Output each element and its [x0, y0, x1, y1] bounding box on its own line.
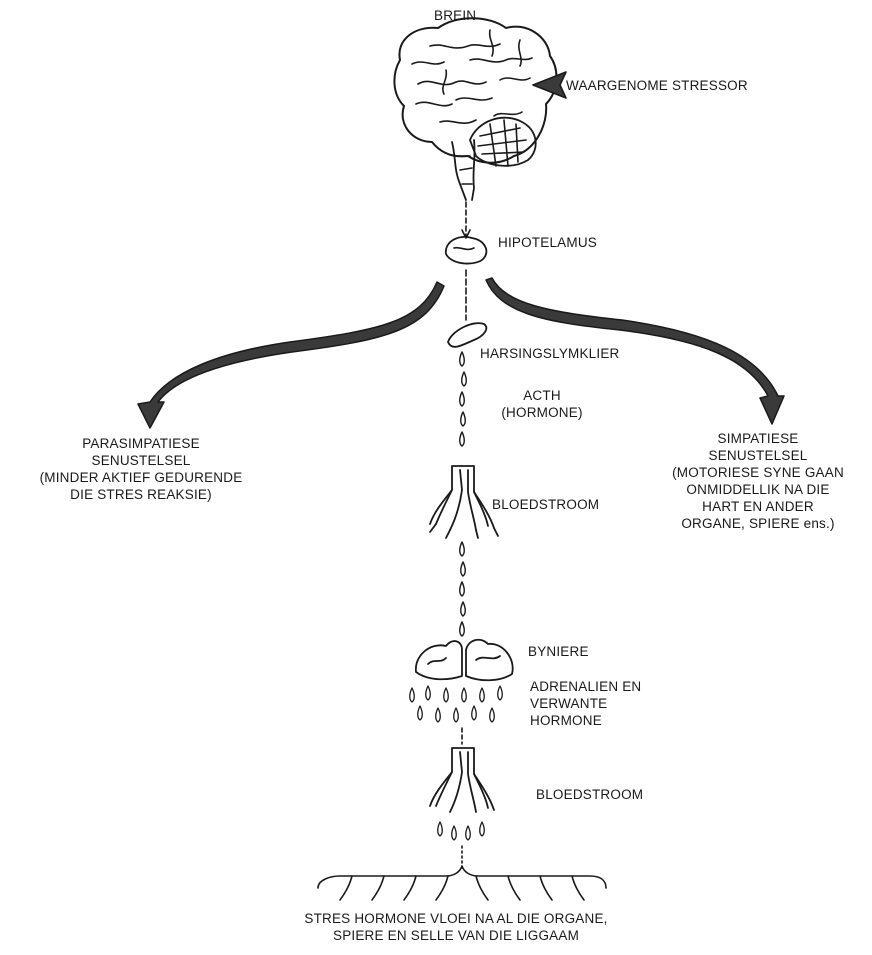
- adrenaline-line-1: ADRENALIEN EN: [530, 678, 641, 695]
- parasympathetic-arrow: [138, 282, 444, 428]
- parasympathetic-line-3: (MINDER AKTIEF GEDURENDE: [22, 469, 260, 486]
- acth-drops: [460, 352, 467, 446]
- sympathetic-line-1: SIMPATIESE: [648, 430, 868, 447]
- pituitary-illustration: [448, 323, 486, 347]
- final-drops: [438, 822, 485, 840]
- conclusion-line-2: SPIERE EN SELLE VAN DIE LIGGAAM: [246, 927, 666, 944]
- bloodstream-vessel-1: [430, 466, 498, 538]
- adrenaline-line-3: HORMONE: [530, 712, 641, 729]
- sympathetic-line-6: ORGANE, SPIERE ens.): [648, 515, 868, 532]
- acth-label: ACTH (HORMONE): [496, 387, 588, 421]
- parasympathetic-label: PARASIMPATIESE SENUSTELSEL (MINDER AKTIE…: [22, 435, 260, 503]
- sympathetic-line-2: SENUSTELSEL: [648, 447, 868, 464]
- adrenaline-drops: [410, 686, 503, 722]
- bloodstream-label-1: BLOEDSTROOM: [492, 496, 599, 513]
- conclusion-label: STRES HORMONE VLOEI NA AL DIE ORGANE, SP…: [246, 910, 666, 944]
- hypothalamus-label: HIPOTELAMUS: [498, 234, 597, 251]
- adrenaline-line-2: VERWANTE: [530, 695, 641, 712]
- sympathetic-line-4: ONMIDDELLIK NA DIE: [648, 481, 868, 498]
- blood-drops: [460, 542, 466, 636]
- bloodstream-label-2: BLOEDSTROOM: [536, 786, 643, 803]
- adrenal-glands-illustration: [416, 640, 513, 681]
- parasympathetic-line-1: PARASIMPATIESE: [22, 435, 260, 452]
- sympathetic-label: SIMPATIESE SENUSTELSEL (MOTORIESE SYNE G…: [648, 430, 868, 532]
- pituitary-label: HARSINGSLYMKLIER: [480, 345, 620, 362]
- hypothalamus-illustration: [446, 237, 487, 264]
- adrenaline-label: ADRENALIEN EN VERWANTE HORMONE: [530, 678, 641, 729]
- acth-label-line-2: (HORMONE): [496, 404, 588, 421]
- bloodstream-vessel-2: [430, 748, 494, 812]
- sympathetic-line-3: (MOTORIESE SYNE GAAN: [648, 464, 868, 481]
- adrenals-label: BYNIERE: [528, 643, 589, 660]
- distribution-branches: [318, 866, 606, 900]
- brain-illustration: [394, 18, 556, 200]
- brain-label: BREIN: [434, 7, 476, 24]
- sympathetic-line-5: HART EN ANDER: [648, 498, 868, 515]
- stressor-arrow: [533, 72, 566, 98]
- conclusion-line-1: STRES HORMONE VLOEI NA AL DIE ORGANE,: [246, 910, 666, 927]
- parasympathetic-line-2: SENUSTELSEL: [22, 452, 260, 469]
- parasympathetic-line-4: DIE STRES REAKSIE): [22, 486, 260, 503]
- stressor-label: WAARGENOME STRESSOR: [566, 77, 748, 94]
- acth-label-line-1: ACTH: [496, 387, 588, 404]
